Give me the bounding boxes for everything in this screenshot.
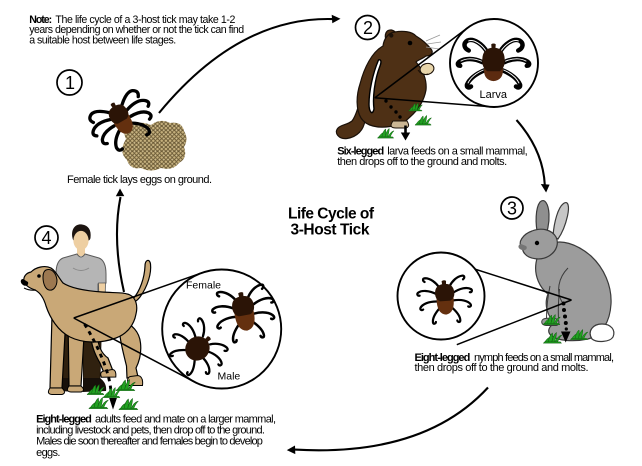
svg-text:3: 3 bbox=[507, 199, 517, 219]
svg-text:Six-legged: Six-legged bbox=[337, 146, 384, 158]
svg-text:Males die soon thereafter and: Males die soon thereafter and females be… bbox=[36, 436, 263, 448]
svg-text:Eight-legged: Eight-legged bbox=[415, 352, 471, 364]
svg-text:then drops off to the ground a: then drops off to the ground and molts. bbox=[337, 156, 507, 168]
svg-text:adults feed and mate on a larg: adults feed and mate on a larger mammal, bbox=[95, 414, 276, 426]
svg-text:Larva: Larva bbox=[480, 89, 508, 101]
svg-text:Male: Male bbox=[218, 371, 241, 383]
svg-text:The life cycle of a 3-host tic: The life cycle of a 3-host tick may take… bbox=[55, 14, 235, 26]
svg-text:4: 4 bbox=[41, 228, 51, 248]
svg-text:Female tick lays eggs on groun: Female tick lays eggs on ground. bbox=[67, 174, 212, 186]
svg-text:nymph feeds on a small mammal,: nymph feeds on a small mammal, bbox=[474, 352, 614, 364]
svg-text:a suitable host between life s: a suitable host between life stages. bbox=[29, 34, 176, 46]
svg-text:eggs.: eggs. bbox=[36, 447, 60, 459]
svg-text:3-Host Tick: 3-Host Tick bbox=[291, 222, 370, 239]
svg-text:years depending on whether or: years depending on whether or not the ti… bbox=[29, 24, 244, 36]
svg-text:1: 1 bbox=[65, 73, 75, 93]
svg-text:Eight-legged: Eight-legged bbox=[36, 414, 92, 426]
svg-text:Note:: Note: bbox=[29, 14, 52, 26]
svg-text:then drops off to the ground a: then drops off to the ground and molts. bbox=[415, 362, 589, 374]
svg-text:2: 2 bbox=[363, 18, 373, 38]
svg-text:including livestock and pets,: including livestock and pets, then drop … bbox=[36, 425, 265, 437]
svg-text:Female: Female bbox=[186, 280, 221, 292]
svg-text:larva feeds on a small mammal,: larva feeds on a small mammal, bbox=[387, 146, 528, 158]
svg-text:Life Cycle of: Life Cycle of bbox=[288, 206, 375, 223]
